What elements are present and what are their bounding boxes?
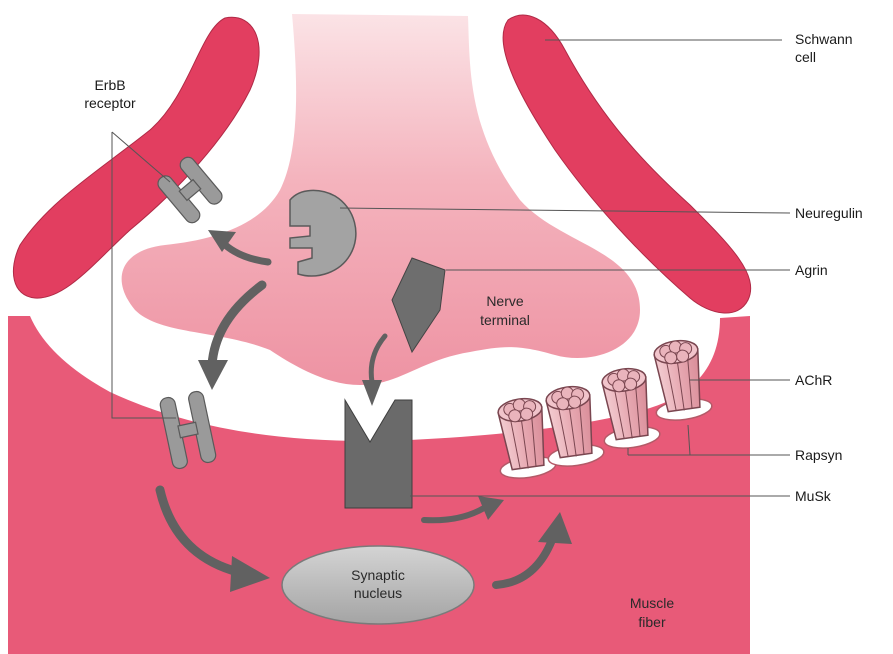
- musk-icon: [345, 400, 412, 508]
- label-erbb-receptor-line1: ErbB: [94, 77, 125, 93]
- label-musk: MuSk: [795, 488, 832, 504]
- label-neuregulin: Neuregulin: [795, 205, 863, 221]
- label-nerve-terminal-line1: Nerve: [486, 293, 524, 309]
- label-erbb-receptor-line2: receptor: [84, 95, 136, 111]
- label-synaptic-nucleus-line1: Synaptic: [351, 567, 405, 583]
- label-muscle-fiber-line2: fiber: [638, 614, 666, 630]
- label-agrin: Agrin: [795, 262, 828, 278]
- arrowhead-agrin-to-musk: [362, 380, 382, 406]
- label-schwann-cell-line2: cell: [795, 49, 816, 65]
- arrowhead-neuregulin-to-muscle: [198, 360, 228, 390]
- label-rapsyn: Rapsyn: [795, 447, 842, 463]
- label-muscle-fiber-line1: Muscle: [630, 595, 675, 611]
- label-schwann-cell-line1: Schwann: [795, 31, 853, 47]
- label-synaptic-nucleus-line2: nucleus: [354, 585, 402, 601]
- label-achr: AChR: [795, 372, 832, 388]
- label-nerve-terminal-line2: terminal: [480, 312, 530, 328]
